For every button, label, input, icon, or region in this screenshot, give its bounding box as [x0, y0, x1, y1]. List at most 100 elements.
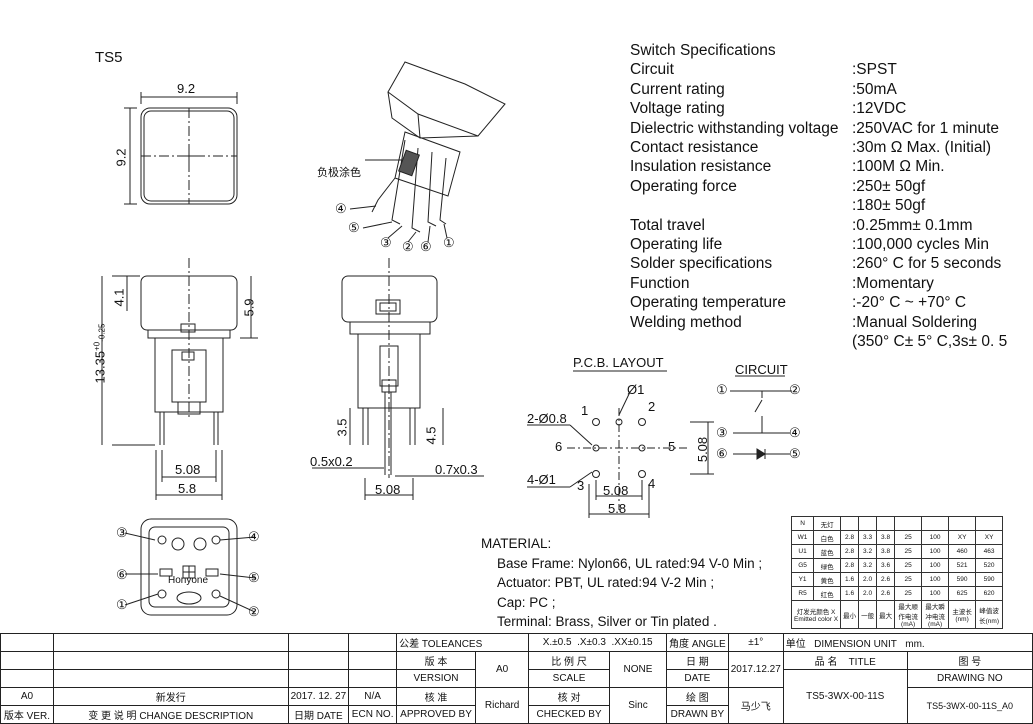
version-value: A0: [474, 651, 530, 688]
material-line: Base Frame: Nylon66, UL rated:94 V-0 Min…: [497, 555, 763, 571]
led-foot-if: 最大顺作电流(mA): [894, 600, 923, 629]
led-cell: 2.8: [840, 530, 860, 545]
spec-row: Operating force:250± 50gf: [630, 177, 1007, 196]
led-cell: Y1: [790, 572, 815, 587]
pcb-n2: 2: [648, 399, 656, 414]
spec-label: Operating life: [630, 236, 723, 254]
circuit-p5: ⑤: [789, 446, 801, 461]
spec-value: :260° C for 5 seconds: [852, 255, 1002, 273]
led-cell: R5: [790, 586, 815, 601]
led-foot-max: 最大: [876, 600, 896, 629]
checked-cn: 核 对: [528, 687, 610, 706]
tol-values: X.±0.5 .X±0.3 .XX±0.15: [528, 633, 668, 652]
pcb-d508h: 5.08: [603, 483, 629, 498]
checked-value: Sinc: [608, 687, 668, 724]
led-cell: 3.8: [876, 544, 896, 559]
led-cell: 1.6: [840, 572, 860, 587]
spec-value: :100M Ω Min.: [852, 158, 945, 176]
led-foot-ifp: 最大瞬冲电流(mA): [921, 600, 950, 629]
led-cell: [840, 516, 860, 531]
drawing-cn: 图 号: [906, 651, 1033, 670]
title-value: TS5-3WX-00-11S: [782, 669, 908, 724]
pin-6-label: ⑥: [420, 239, 432, 254]
spec-row: Welding method:Manual Soldering: [630, 313, 1007, 332]
front-view: [101, 258, 258, 500]
unit-cell: 单位 DIMENSION UNIT mm.: [782, 633, 1033, 652]
spec-row: Total travel:0.25mm± 0.1mm: [630, 216, 1007, 235]
led-cell: 25: [894, 544, 923, 559]
scale-value: NONE: [608, 651, 668, 688]
spec-value: :30m Ω Max. (Initial): [852, 139, 992, 157]
led-foot-min: 最小: [840, 600, 860, 629]
drawn-cn: 绘 图: [666, 687, 729, 706]
material-heading: MATERIAL:: [481, 536, 552, 551]
spec-row: Circuit:SPST: [630, 60, 1007, 79]
spec-label: Total travel: [630, 216, 705, 234]
rev-date: 2017. 12. 27: [287, 687, 350, 706]
spec-label: Operating force: [630, 177, 737, 195]
spec-row: Operating temperature:-20° C ~ +70° C: [630, 293, 1007, 312]
pcb-hole: Ø1: [627, 382, 645, 397]
led-cell: [948, 516, 977, 531]
title-block: 公差 TOLEANCES X.±0.5 .X±0.3 .XX±0.15 角度 A…: [0, 633, 1033, 724]
pcb-d58: 5.8: [608, 501, 627, 516]
spec-row: :180± 50gf: [630, 196, 1007, 215]
bottom-pin-6: ⑥: [116, 567, 128, 582]
led-cell: 2.8: [840, 544, 860, 559]
led-cell: 3.6: [876, 558, 896, 573]
led-cell: 590: [948, 572, 977, 587]
led-cell: 无灯: [813, 516, 842, 531]
led-cell: 1.6: [840, 586, 860, 601]
circuit-p2: ②: [789, 382, 801, 397]
dim-side-pitch: 5.08: [375, 482, 401, 497]
drawing-en: DRAWING NO: [906, 669, 1033, 688]
led-cell: G5: [790, 558, 815, 573]
dim-side-b: 5.9: [241, 298, 257, 317]
led-cell: 3.2: [858, 558, 878, 573]
pcb-n5: 5: [668, 439, 676, 454]
bottom-pin-3: ③: [116, 525, 128, 540]
circuit-title: CIRCUIT: [735, 362, 788, 377]
pcb-title: P.C.B. LAYOUT: [573, 355, 664, 370]
led-cell: 2.8: [840, 558, 860, 573]
spec-value: :250VAC for 1 minute: [852, 119, 1000, 137]
spec-value: :12VDC: [852, 100, 907, 118]
spec-row: Function:Momentary: [630, 274, 1007, 293]
pcb-n1: 1: [581, 403, 589, 418]
led-cell: 25: [894, 530, 923, 545]
spec-row: Voltage rating :12VDC: [630, 99, 1007, 118]
pcb-d508v: 5.08: [695, 436, 711, 463]
specs-heading: Switch Specifications: [630, 42, 776, 59]
led-cell: 100: [921, 530, 950, 545]
rev-desc: 新发行: [52, 687, 289, 706]
led-cell: 2.0: [858, 586, 878, 601]
spec-label: Current rating: [630, 80, 725, 98]
dim-pin-left: 0.5x0.2: [310, 454, 353, 469]
spec-value: (350° C± 5° C,3s± 0. 5: [852, 333, 1008, 351]
drawing-value: TS5-3WX-00-11S_A0: [906, 687, 1033, 724]
led-cell: 2.0: [858, 572, 878, 587]
led-cell: 2.6: [876, 586, 896, 601]
spec-label: Voltage rating: [630, 100, 725, 118]
material-line: Cap: PC ;: [497, 594, 556, 610]
led-cell: N: [790, 516, 815, 531]
spec-value: :100,000 cycles Min: [852, 236, 989, 254]
approved-value: Richard: [474, 687, 530, 724]
spec-row: Operating life :100,000 cycles Min: [630, 235, 1007, 254]
led-cell: 520: [975, 558, 1004, 573]
led-foot-typ: 一般: [858, 600, 878, 629]
circuit-p6: ⑥: [716, 446, 728, 461]
led-cell: 2.6: [876, 572, 896, 587]
spec-row: (350° C± 5° C,3s± 0. 5: [630, 332, 1007, 351]
led-cell: 绿色: [813, 558, 842, 573]
dim-top-width: 9.2: [177, 81, 196, 96]
led-cell: XY: [975, 530, 1004, 545]
dim-pin-b: 4.5: [423, 426, 439, 445]
material-line: Actuator: PBT, UL rated:94 V-2 Min ;: [497, 575, 715, 590]
spec-label: Welding method: [630, 313, 742, 331]
